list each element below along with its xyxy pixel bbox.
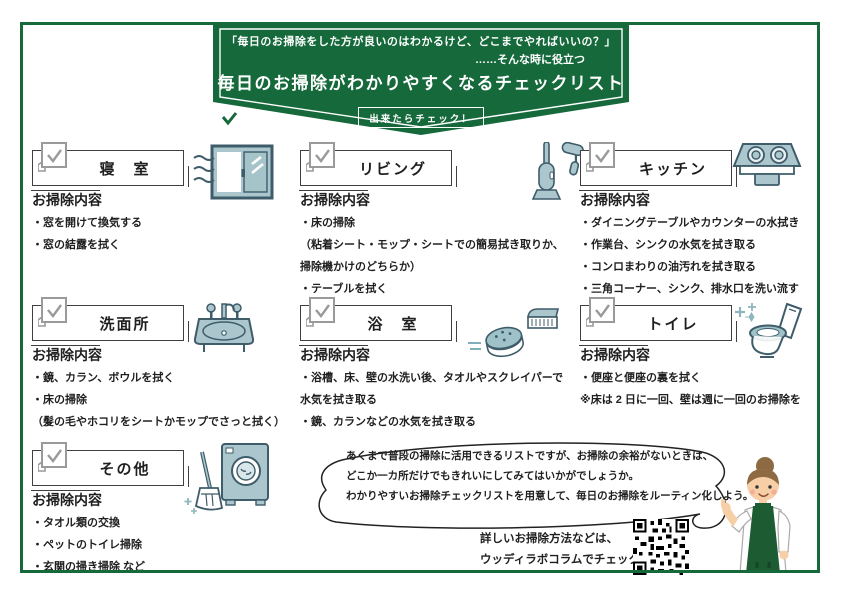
checkbox-icon[interactable] xyxy=(305,141,338,178)
others-badge: その他 xyxy=(31,442,189,491)
vacuum-roller-icon xyxy=(524,141,586,211)
banner-quote: 「毎日のお掃除をした方が良いのはわかるけど、どこまでやればいいの？」 xyxy=(225,36,617,48)
bubble-text: どこか一カ所だけでもきれいにしてみてはいかがでしょうか。 xyxy=(346,470,639,482)
section-others: その他 お掃除内容 ・タオル類の交換 ・ペットのトイ xyxy=(31,442,292,573)
banner-shape-icon xyxy=(213,22,629,135)
list-item: ・玄関の掃き掃除 など xyxy=(32,561,146,573)
section-title: リビング xyxy=(358,161,427,178)
header-banner: 「毎日のお掃除をした方が良いのはわかるけど、どこまでやればいいの？」 ……そんな… xyxy=(213,22,629,136)
content-label: お掃除内容 xyxy=(300,192,370,208)
footer-line: ウッディラボコラムでチェック☆ xyxy=(480,554,651,566)
toilet-icon xyxy=(732,301,806,366)
bubble-text: わかりやすいお掃除チェックリストを用意して、毎日のお掃除をルーティン化しよう。 xyxy=(346,490,754,502)
section-title: 浴 室 xyxy=(367,316,419,333)
list-item: ・作業台、シンクの水気を拭き取る xyxy=(580,239,756,251)
bubble-text: あくまで普段の掃除に活用できるリストですが、お掃除の余裕がないときは、 xyxy=(346,450,714,462)
section-bedroom: 寝 室 お掃除内容 ・窓を開けて換気する ・窓の結露を拭く xyxy=(31,142,292,251)
speech-bubble: あくまで普段の掃除に活用できるリストですが、お掃除の余裕がないときは、 どこか一… xyxy=(300,430,753,542)
list-item: ・ダイニングテーブルやカウンターの水拭き xyxy=(580,217,800,229)
banner-check-label: 出来たらチェック！ xyxy=(358,107,484,128)
section-bath: 浴 室 お掃除内容 ・浴槽、床、壁の水洗い後、タオルやスクレイパーで 水気を拭き… xyxy=(299,297,572,428)
bath-badge: 浴 室 xyxy=(299,297,457,346)
toilet-badge: トイレ xyxy=(579,297,737,346)
living-items: ・床の掃除 （粘着シート・モップ・シートでの簡易拭き取りか、 掃除機かけのどちら… xyxy=(300,212,564,300)
checkbox-icon[interactable] xyxy=(585,141,618,178)
list-item: ・浴槽、床、壁の水洗い後、タオルやスクレイパーで xyxy=(300,372,564,384)
list-item: ・鏡、カランなどの水気を拭き取る xyxy=(300,416,476,428)
list-item: ・コンロまわりの油汚れを拭き取る xyxy=(580,261,756,273)
list-item: ・窓の結露を拭く xyxy=(32,239,120,251)
banner-check-row: 出来たらチェック！ xyxy=(213,107,629,133)
checkbox-icon[interactable] xyxy=(37,441,70,478)
section-living: リビング お掃除内容 ・床の掃除 （粘着シート・モップ・シートでの簡易拭き取りか… xyxy=(299,141,584,295)
content-label: お掃除内容 xyxy=(580,347,650,363)
check-done-icon xyxy=(213,108,239,133)
list-item: ・便座と便座の裏を拭く xyxy=(580,372,701,384)
content-label: お掃除内容 xyxy=(32,192,102,208)
cleaning-staff-character xyxy=(719,456,803,578)
banner-title: 毎日のお掃除がわかりやすくなるチェックリスト xyxy=(217,74,625,93)
section-title: 洗面所 xyxy=(99,316,151,333)
list-item: ・床の掃除 xyxy=(32,394,87,406)
kitchen-badge: キッチン xyxy=(579,142,737,191)
bedroom-badge: 寝 室 xyxy=(31,142,189,191)
section-toilet: トイレ お掃除内容 ・便座と便座の裏を拭く ※床は 2 日に一回、壁は週に一回の… xyxy=(579,297,825,406)
list-item: 掃除機かけのどちらか） xyxy=(300,261,421,273)
list-item: ・窓を開けて換気する xyxy=(32,217,142,229)
content-label: お掃除内容 xyxy=(580,192,650,208)
list-item: （髪の毛やホコリをシートかモップでさっと拭く） xyxy=(32,416,285,428)
checkbox-icon[interactable] xyxy=(37,141,70,178)
footer-line: 詳しいお掃除方法などは、 xyxy=(480,533,618,545)
footer-note: 詳しいお掃除方法などは、 ウッディラボコラムでチェック☆ xyxy=(480,529,650,571)
speech-bubble-outline-icon xyxy=(318,442,727,529)
living-badge: リビング xyxy=(299,142,457,191)
washroom-badge: 洗面所 xyxy=(31,297,189,346)
sink-icon xyxy=(192,301,256,362)
section-kitchen: キッチン お掃除内容 ・ダイニングテーブルやカウンターの水拭き ・作業台、シンク… xyxy=(579,142,825,295)
kitchen-items: ・ダイニングテーブルやカウンターの水拭き ・作業台、シンクの水気を拭き取る ・コ… xyxy=(580,212,799,300)
list-item: ・床の掃除 xyxy=(300,217,355,229)
section-washroom: 洗面所 お掃除内容 ・鏡、カラン、ボウルを拭く ・床の掃除 （髪の毛やホコリをシ… xyxy=(31,297,300,428)
list-item: ・ペットのトイレ掃除 xyxy=(32,539,142,551)
window-icon xyxy=(192,144,274,207)
list-item: ・三角コーナー、シンク、排水口を洗い流す xyxy=(580,283,799,295)
checkbox-icon[interactable] xyxy=(37,296,70,333)
broom-washer-icon xyxy=(184,442,274,525)
list-item: ・テーブルを拭く xyxy=(300,283,388,295)
sponge-brush-icon xyxy=(466,307,560,366)
checkbox-icon[interactable] xyxy=(585,296,618,333)
section-title: 寝 室 xyxy=(99,161,151,178)
bath-items: ・浴槽、床、壁の水洗い後、タオルやスクレイパーで 水気を拭き取る ・鏡、カランな… xyxy=(300,367,563,433)
content-label: お掃除内容 xyxy=(32,347,102,363)
section-title: トイレ xyxy=(647,316,699,333)
section-title: その他 xyxy=(99,461,151,478)
section-title: キッチン xyxy=(638,161,707,178)
content-label: お掃除内容 xyxy=(32,492,102,508)
qr-code-icon xyxy=(633,519,689,580)
washroom-items: ・鏡、カラン、ボウルを拭く ・床の掃除 （髪の毛やホコリをシートかモップでさっと… xyxy=(32,367,285,433)
toilet-items: ・便座と便座の裏を拭く ※床は 2 日に一回、壁は週に一回のお掃除を xyxy=(580,367,801,411)
bedroom-items: ・窓を開けて換気する ・窓の結露を拭く xyxy=(32,212,142,256)
list-item: ※床は 2 日に一回、壁は週に一回のお掃除を xyxy=(580,394,801,406)
stove-icon xyxy=(732,140,802,203)
others-items: ・タオル類の交換 ・ペットのトイレ掃除 ・玄関の掃き掃除 など xyxy=(32,512,145,578)
content-label: お掃除内容 xyxy=(300,347,370,363)
list-item: ・タオル類の交換 xyxy=(32,517,120,529)
list-item: （粘着シート・モップ・シートでの簡易拭き取りか、 xyxy=(300,239,564,251)
list-item: 水気を拭き取る xyxy=(300,394,377,406)
banner-subtitle: ……そんな時に役立つ xyxy=(475,54,585,66)
checkbox-icon[interactable] xyxy=(305,296,338,333)
list-item: ・鏡、カラン、ボウルを拭く xyxy=(32,372,175,384)
